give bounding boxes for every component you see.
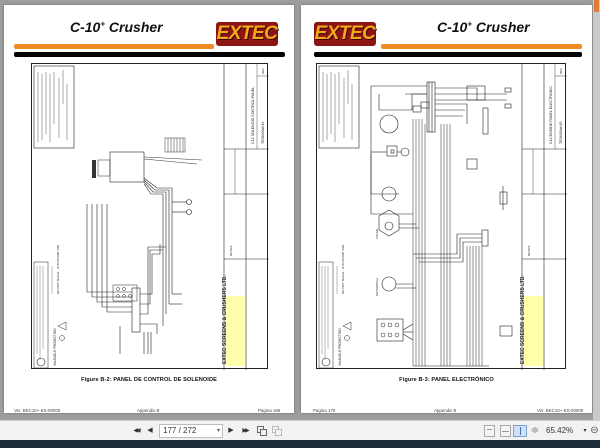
chevron-down-icon: ▾ xyxy=(583,428,587,434)
two-page-continuous-icon: ≑ xyxy=(530,425,540,436)
next-page-icon: ▶ xyxy=(228,427,234,434)
title-block-company: EXTEC SCREENS & CRUSHERS LTD. xyxy=(520,275,526,364)
footer-version: Ver. BKC10+-ES-00000 xyxy=(537,408,584,413)
first-page-icon: ◀◀ xyxy=(133,428,140,434)
document-viewport[interactable]: C-10+ Crusher EXTEC xyxy=(0,0,600,420)
zoom-out-button[interactable]: ⊖ xyxy=(589,424,600,438)
footer-page-number: Pagina 169 xyxy=(258,408,281,413)
header-black-rule xyxy=(314,52,582,57)
page-169: C-10+ Crusher EXTEC xyxy=(4,5,294,413)
title-block-notes-label: NOTES xyxy=(527,245,531,256)
next-page-button[interactable]: ▶ xyxy=(226,424,236,438)
zoom-level[interactable]: 65.42% xyxy=(546,426,574,435)
title-block-drawing-title: C12 SOLENOID CONTROL PANEL xyxy=(251,86,255,144)
footer-appendix: Appendix B xyxy=(434,408,457,413)
header-title: C-10+ Crusher xyxy=(437,19,530,35)
figure-caption: Figure B-3: PANEL ELECTRÓNICO xyxy=(399,377,494,383)
zoom-out-icon: ⊖ xyxy=(590,425,599,436)
zoom-dropdown[interactable]: ▾ xyxy=(582,424,588,438)
title-block-rev-label: REV xyxy=(261,67,265,74)
extec-logo: EXTEC xyxy=(314,22,376,46)
header-orange-rule xyxy=(381,44,582,49)
page-number-field[interactable]: 177 / 272 ▾ xyxy=(159,424,223,438)
scale-note: DO NOT SCALE - IF IN DOUBT ASK xyxy=(56,244,60,294)
footer-version: Ver. BKC10+-ES-00000 xyxy=(14,408,61,413)
header-title: C-10+ Crusher xyxy=(70,19,163,35)
go-back-view-button[interactable] xyxy=(256,425,268,437)
header-black-rule xyxy=(14,52,285,57)
page-170: EXTEC C-10+ Crusher xyxy=(301,5,592,413)
vertical-scrollbar[interactable] xyxy=(593,0,600,420)
back-view-icon xyxy=(257,426,267,436)
extec-logo: EXTEC xyxy=(216,22,278,46)
title-block-drawing-number: TE06300xh15 xyxy=(559,121,563,144)
os-taskbar xyxy=(0,440,600,448)
last-page-icon: ▶▶ xyxy=(242,428,249,434)
single-page-view-button[interactable] xyxy=(484,425,495,437)
title-block-drawing-number: TE06300xh14 xyxy=(261,121,265,144)
projection-label: 3rd ANGLE PROJECTION xyxy=(53,328,57,366)
two-page-icon xyxy=(519,427,521,435)
title-block-company: EXTEC SCREENS & CRUSHERS LTD. xyxy=(222,275,228,364)
header-orange-rule xyxy=(14,44,214,49)
page-number-value: 177 / 272 xyxy=(163,426,197,435)
prev-page-button[interactable]: ◀ xyxy=(145,424,155,438)
bottom-toolbar: ◀◀ ◀ 177 / 272 ▾ ▶ ▶▶ ≑ 65.42% ▾ ⊖ xyxy=(0,420,600,440)
scrollbar-thumb[interactable] xyxy=(594,0,599,12)
component-label-tacho: TACHO xyxy=(375,228,379,239)
go-forward-view-button[interactable] xyxy=(271,425,283,437)
schematic-engine-panel: EXTEC SCREENS & CRUSHERS LTD. C12 ENGINE… xyxy=(316,63,567,370)
figure-caption: Figure B-2: PANEL DE CONTROL DE SOLENOID… xyxy=(81,377,217,383)
continuous-view-button[interactable] xyxy=(500,425,511,437)
two-page-continuous-view-button[interactable]: ≑ xyxy=(529,424,541,438)
footer-appendix: Appendix B xyxy=(137,408,160,413)
two-page-view-button[interactable] xyxy=(513,425,527,437)
title-block-drawing-title: C12 ENGINE PANEL ELECTRONIC xyxy=(549,86,553,144)
title-block-notes-label: NOTES xyxy=(229,245,233,256)
footer-page-number: Pagina 170 xyxy=(313,408,336,413)
schematic-solenoid-panel: EXTEC SCREENS & CRUSHERS LTD. C12 SOLENO… xyxy=(31,63,269,370)
prev-page-icon: ◀ xyxy=(147,427,153,434)
scale-note: DO NOT SCALE - IF IN DOUBT ASK xyxy=(341,244,345,294)
last-page-button[interactable]: ▶▶ xyxy=(239,424,251,438)
chevron-down-icon[interactable]: ▾ xyxy=(216,428,220,434)
component-label-keyswitch: KEYSWITCH xyxy=(375,278,379,296)
projection-label: 3rd ANGLE PROJECTION xyxy=(338,328,342,366)
title-block-rev-label: REV xyxy=(559,67,563,74)
single-page-icon xyxy=(487,429,492,430)
first-page-button[interactable]: ◀◀ xyxy=(130,424,142,438)
forward-view-icon xyxy=(272,426,282,436)
continuous-page-icon xyxy=(502,431,509,432)
